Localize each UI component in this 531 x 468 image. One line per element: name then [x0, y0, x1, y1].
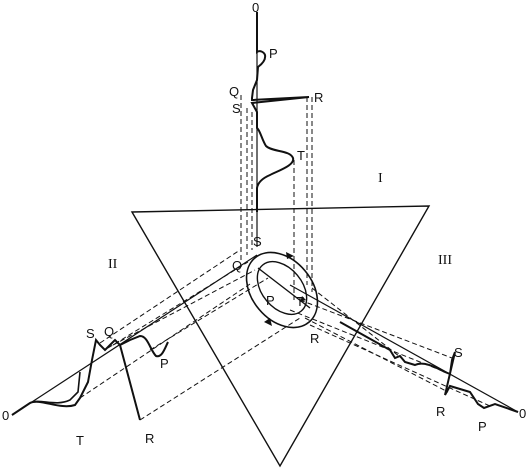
label-left-Q: Q — [104, 324, 114, 339]
axis-lead-II — [11, 254, 258, 416]
label-center-R: R — [310, 331, 319, 346]
label-top-S: S — [232, 101, 241, 116]
ecg-trace-left-t — [29, 371, 81, 404]
label-top-R: R — [314, 90, 323, 105]
label-top-Q: Q — [229, 84, 239, 99]
loop-arrow-top — [286, 252, 294, 259]
region-label-III: III — [438, 253, 452, 268]
label-right-P: P — [478, 419, 487, 434]
projection-lines-top — [240, 95, 313, 300]
ecg-trace-left — [11, 334, 169, 421]
zero-label-right: 0 — [519, 406, 526, 421]
projection-lines-left — [79, 249, 301, 421]
label-center-T: T — [296, 294, 304, 309]
zero-label-top: 0 — [252, 0, 259, 15]
region-label-II: II — [108, 257, 118, 272]
label-left-R: R — [145, 431, 154, 446]
label-center-P: P — [266, 293, 275, 308]
einthoven-triangle — [130, 205, 431, 468]
projection-lines-right — [289, 287, 491, 407]
label-center-S: S — [253, 234, 262, 249]
label-center-Q: Q — [232, 258, 242, 273]
label-left-S: S — [86, 326, 95, 341]
label-top-P: P — [269, 46, 278, 61]
label-left-P: P — [160, 356, 169, 371]
ecg-trace-top — [250, 12, 310, 212]
vector-loop-inner — [256, 260, 308, 316]
ecg-trace-right — [339, 321, 519, 413]
axis-lead-III — [289, 284, 519, 413]
loop-arrow-bottom — [264, 318, 272, 326]
vector-loop-outer — [245, 251, 319, 329]
label-right-R: R — [436, 404, 445, 419]
region-label-I: I — [378, 171, 383, 186]
label-top-T: T — [297, 148, 305, 163]
zero-label-left: 0 — [2, 408, 9, 423]
label-left-T: T — [76, 433, 84, 448]
label-right-S: S — [454, 345, 463, 360]
